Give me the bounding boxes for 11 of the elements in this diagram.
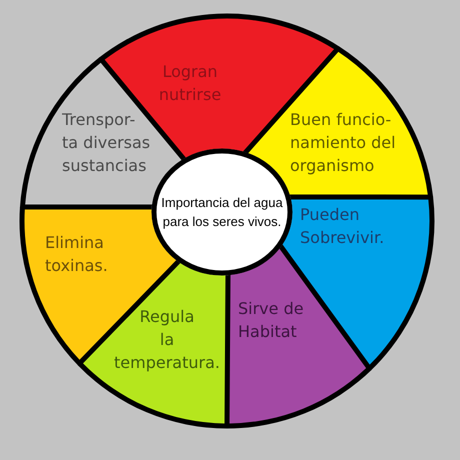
center-label: Importancia del agua para los seres vivos. <box>160 194 284 231</box>
center-circle <box>152 148 292 276</box>
segment-label: Regula la temperatura. <box>113 306 221 374</box>
segment-label: Elimina toxinas. <box>45 232 109 277</box>
segment-label: Buen funcio- namiento del organismo <box>290 109 397 177</box>
segment-label: Logran nutrirse <box>158 61 222 106</box>
wheel-segment <box>226 246 372 428</box>
segment-label: Trenspor- ta diversas sustancias <box>62 109 152 177</box>
segment-label: Sirve de Habitat <box>238 298 305 343</box>
segment-label: Pueden Sobrevivir. <box>300 204 386 249</box>
wheel-segment <box>244 46 434 198</box>
